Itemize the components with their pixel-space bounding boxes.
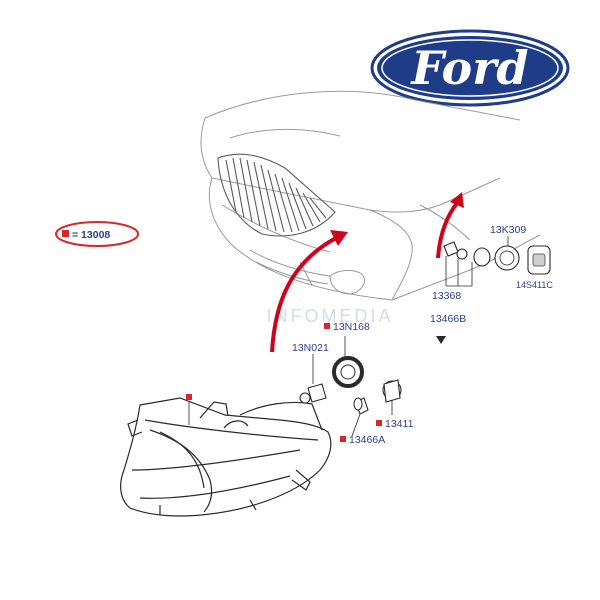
headlamp-assembly: [120, 394, 332, 517]
label-13K309: 13K309: [490, 224, 526, 236]
headlamp-marker: [186, 394, 192, 400]
bulb-13N021: [299, 354, 327, 404]
legend-ring: [55, 221, 139, 247]
bulb-13466A: [351, 397, 369, 437]
fog-lamp-parts: [443, 236, 520, 287]
marker-13411: [376, 420, 382, 426]
legend: = 13008: [55, 221, 139, 247]
label-13466A: 13466A: [349, 434, 385, 446]
screw-13466B: [436, 336, 446, 344]
label-13368: 13368: [432, 290, 461, 302]
socket-13411: [382, 379, 402, 415]
vehicle-front-outline: [200, 90, 541, 301]
cap-13N168: [332, 336, 364, 388]
legend-marker: [62, 230, 69, 237]
location-arrows: [270, 192, 464, 353]
label-13N168: 13N168: [333, 321, 370, 333]
watermark: INFOMEDIA: [266, 306, 393, 326]
label-13466B: 13466B: [430, 313, 466, 325]
switch-14S411C: [527, 245, 551, 275]
legend-label: = 13008: [72, 229, 110, 241]
marker-13466A: [340, 436, 346, 442]
part-labels: 13N168 13N021 13K309 13368 13466B 14S411…: [292, 224, 553, 446]
ford-logo: Ford: [370, 29, 570, 107]
label-13411: 13411: [385, 418, 414, 430]
logo-text: Ford: [409, 41, 528, 95]
label-13N021: 13N021: [292, 342, 329, 354]
label-14S411C: 14S411C: [516, 280, 553, 290]
marker-13N168: [324, 323, 330, 329]
